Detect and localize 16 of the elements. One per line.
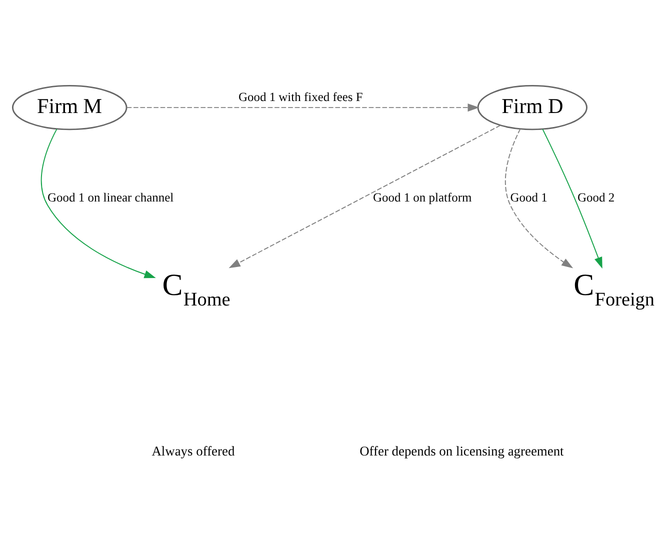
node-text: C$_{Foreign}$ (574, 268, 654, 310)
node-text: C$_{Home}$ (162, 268, 230, 310)
edge-label: Good 1 on linear channel (48, 190, 174, 204)
edge-label: Good 1 on platform (373, 190, 472, 204)
legend-label: Offer depends on licensing agreement (360, 442, 564, 458)
arrow (542, 128, 602, 268)
edge-label: Good 1 (510, 190, 548, 204)
arrow (228, 124, 501, 268)
arrow (40, 128, 156, 278)
edge-label: Good 2 (578, 190, 615, 204)
arrow (126, 103, 480, 112)
legend-label: Always offered (152, 442, 235, 458)
node-ellipse: Firm M (12, 84, 128, 130)
node-ellipse: Firm D (477, 84, 588, 130)
edge-label: Good 1 with fixed fees F (238, 90, 363, 104)
arrow (504, 128, 574, 268)
